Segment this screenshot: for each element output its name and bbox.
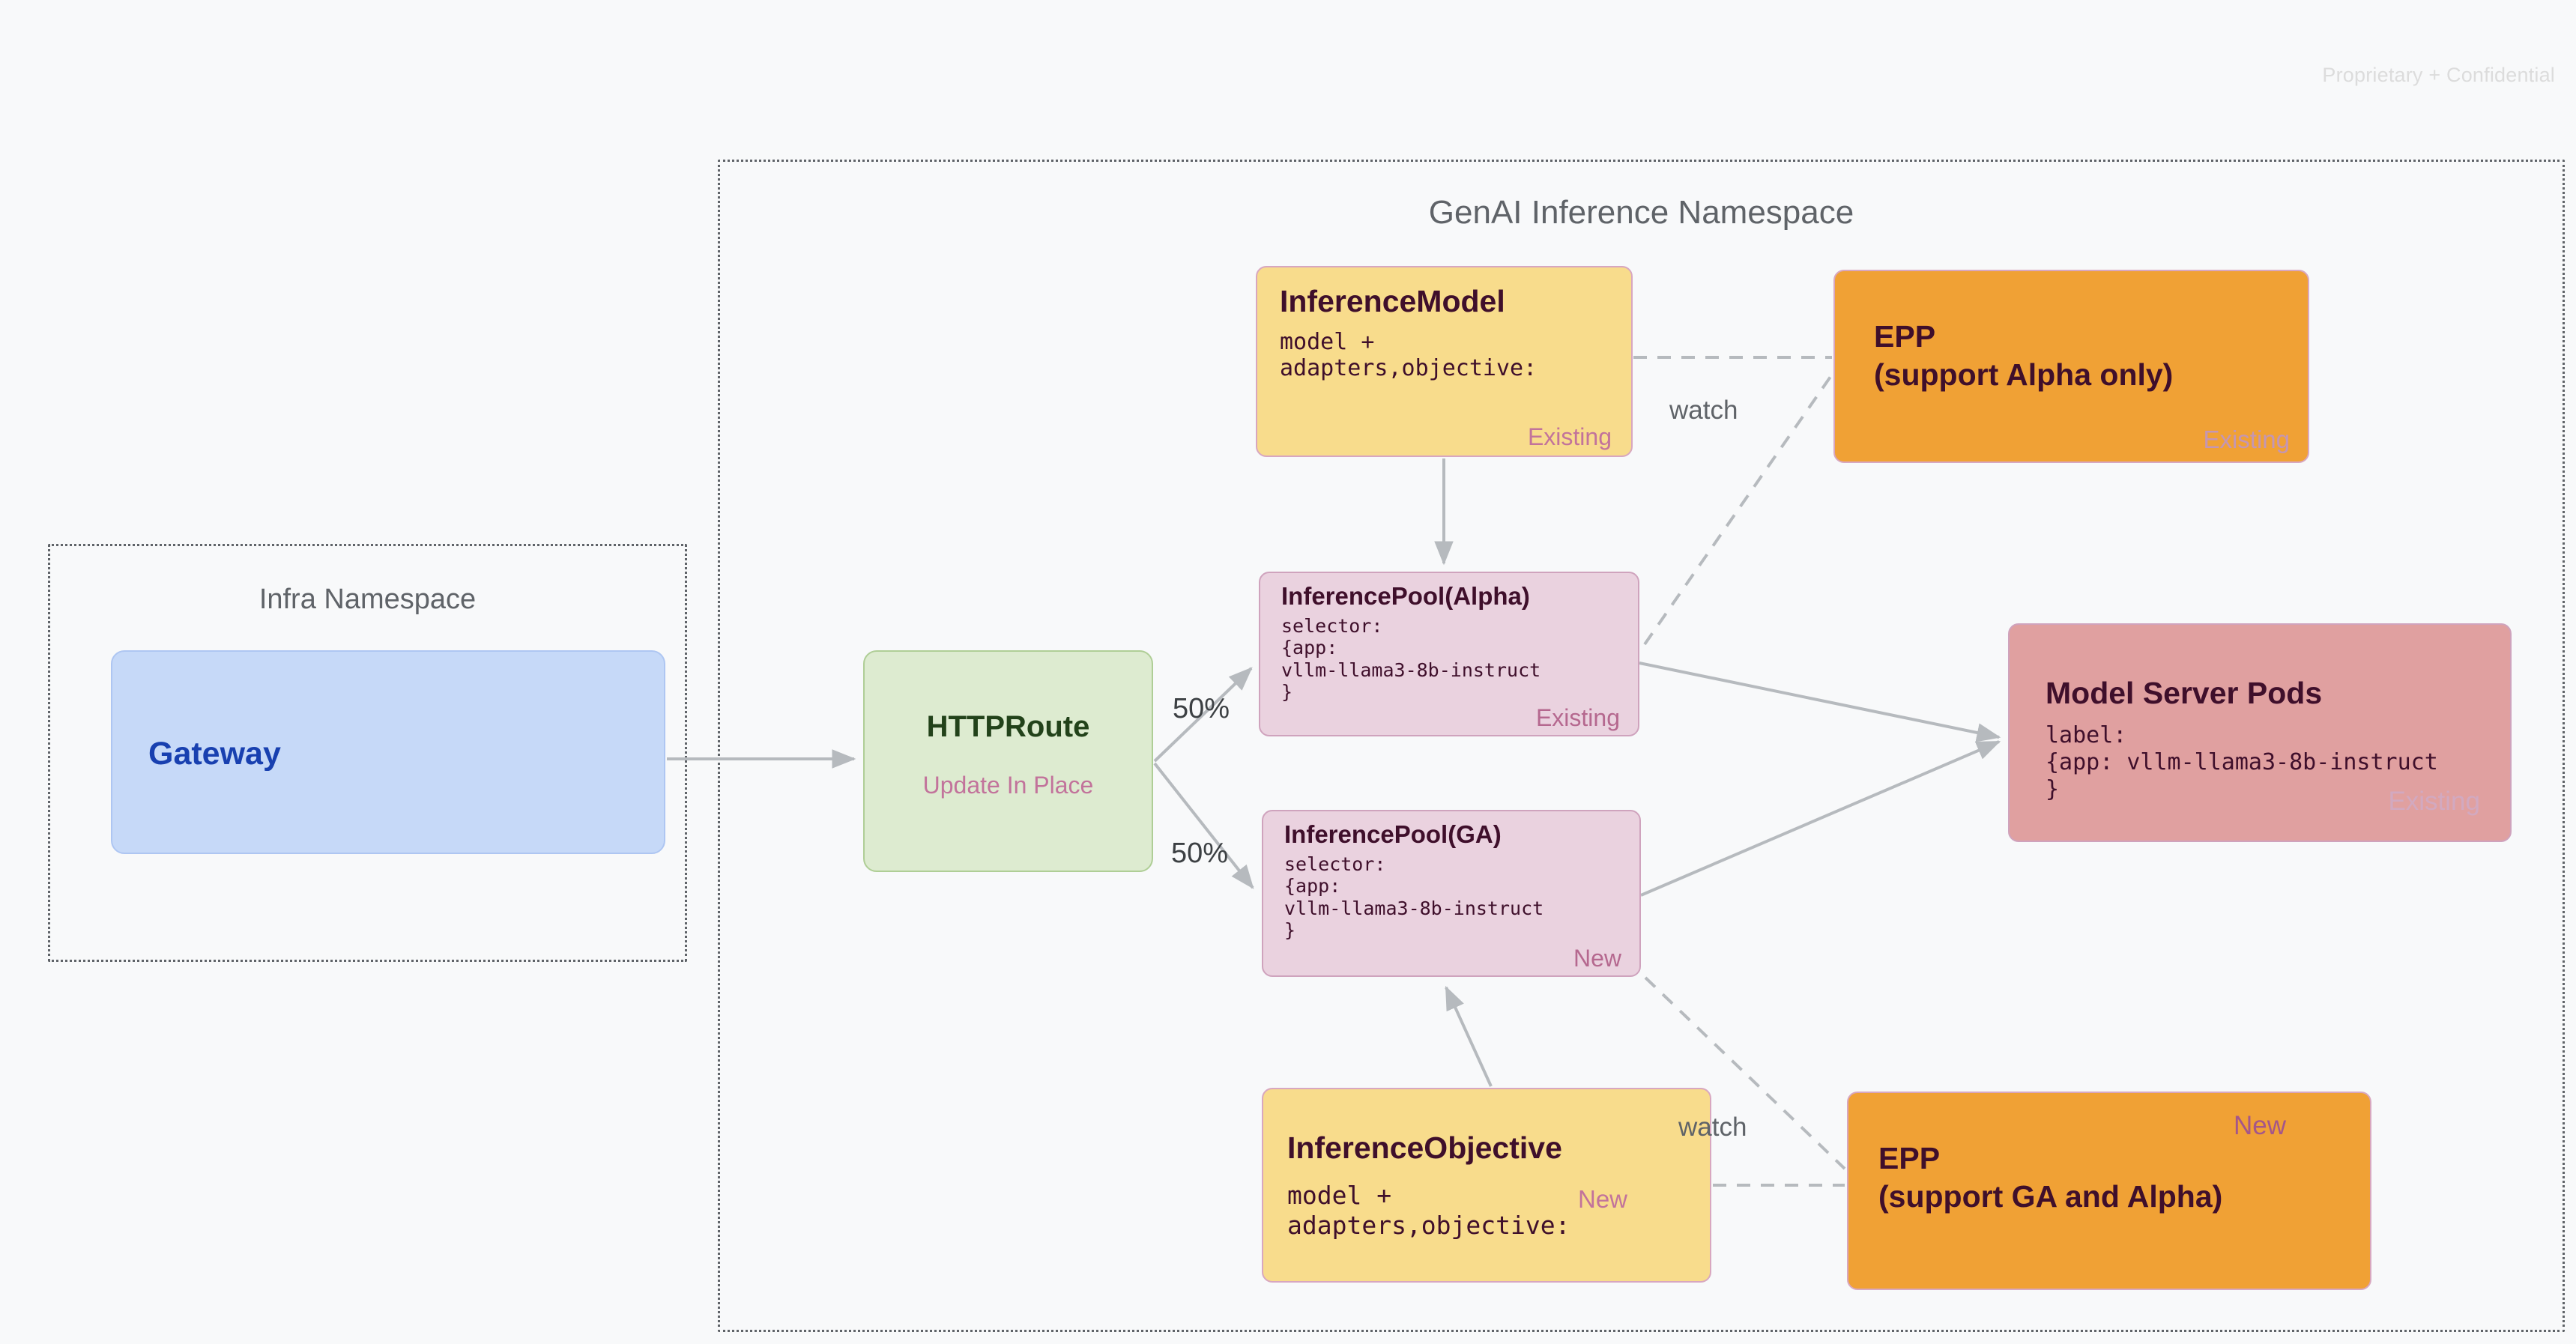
inference-pool-ga-title: InferencePool(GA)	[1284, 820, 1502, 848]
genai-inference-namespace: GenAI Inference Namespace	[718, 160, 2565, 1332]
node-httproute[interactable]: HTTPRoute Update In Place	[863, 650, 1153, 872]
genai-namespace-title: GenAI Inference Namespace	[1428, 194, 1854, 231]
node-inference-pool-ga[interactable]: InferencePool(GA) selector: {app: vllm-l…	[1262, 810, 1641, 977]
inference-pool-alpha-title: InferencePool(Alpha)	[1281, 582, 1530, 610]
model-server-pods-title: Model Server Pods	[2046, 676, 2323, 710]
model-server-pods-badge: Existing	[2388, 787, 2480, 816]
inference-pool-ga-spec: selector: {app: vllm-llama3-8b-instruct …	[1284, 853, 1544, 941]
httproute-subtitle: Update In Place	[922, 772, 1094, 799]
inference-model-badge: Existing	[1527, 423, 1612, 450]
node-model-server-pods[interactable]: Model Server Pods label: {app: vllm-llam…	[2008, 623, 2512, 842]
edge-label-watch-bottom: watch	[1678, 1113, 1747, 1142]
epp-ga-title: EPP (support GA and Alpha)	[1878, 1141, 2223, 1214]
epp-alpha-badge: Existing	[2203, 426, 2290, 453]
node-epp-alpha[interactable]: EPP (support Alpha only) Existing	[1833, 270, 2309, 463]
inference-model-spec: model + adapters,objective:	[1280, 329, 1538, 382]
epp-alpha-title: EPP (support Alpha only)	[1874, 319, 2174, 393]
inference-pool-alpha-spec: selector: {app: vllm-llama3-8b-instruct …	[1281, 615, 1541, 703]
edge-label-watch-top: watch	[1669, 396, 1738, 425]
gateway-title: Gateway	[148, 736, 281, 772]
model-server-pods-spec: label: {app: vllm-llama3-8b-instruct }	[2046, 722, 2438, 802]
node-inference-objective[interactable]: InferenceObjective model + adapters,obje…	[1262, 1088, 1711, 1283]
inference-pool-alpha-badge: Existing	[1535, 704, 1620, 731]
inference-objective-spec: model + adapters,objective:	[1287, 1181, 1570, 1240]
confidential-note: Proprietary + Confidential	[2322, 64, 2555, 86]
node-epp-ga[interactable]: EPP (support GA and Alpha) New	[1847, 1092, 2371, 1290]
node-inference-model[interactable]: InferenceModel model + adapters,objectiv…	[1256, 266, 1633, 457]
epp-ga-badge: New	[2233, 1111, 2286, 1140]
edge-label-split-bottom: 50%	[1171, 838, 1229, 869]
node-gateway[interactable]: Gateway	[111, 650, 665, 854]
infra-namespace-title: Infra Namespace	[258, 584, 477, 615]
inference-pool-ga-badge: New	[1573, 945, 1621, 972]
edge-label-split-top: 50%	[1173, 693, 1230, 724]
infra-namespace: Infra Namespace	[48, 544, 687, 962]
inference-model-title: InferenceModel	[1280, 284, 1505, 318]
inference-objective-title: InferenceObjective	[1287, 1130, 1562, 1165]
node-inference-pool-alpha[interactable]: InferencePool(Alpha) selector: {app: vll…	[1259, 572, 1639, 736]
httproute-title: HTTPRoute	[926, 710, 1090, 743]
inference-objective-badge: New	[1578, 1185, 1628, 1213]
